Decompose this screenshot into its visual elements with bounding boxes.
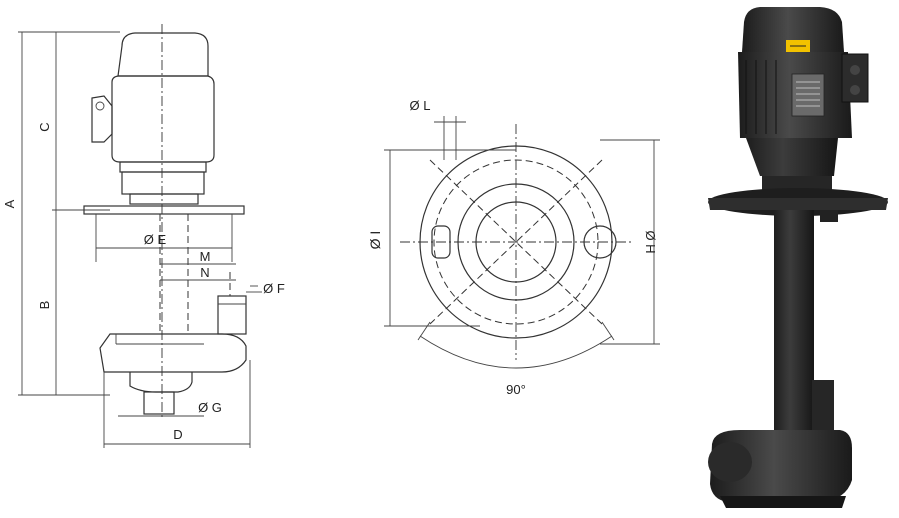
pump-photo <box>708 7 888 508</box>
label-90-degrees: 90° <box>506 382 526 397</box>
label-n: N <box>200 265 209 280</box>
label-c: C <box>37 122 52 131</box>
label-h: Ø H <box>643 230 658 253</box>
label-m: M <box>200 249 211 264</box>
nameplate <box>791 73 825 117</box>
label-l: Ø L <box>410 98 431 113</box>
label-e: Ø E <box>144 232 167 247</box>
flange-view-drawing: Ø L Ø I Ø H 90° <box>367 98 660 397</box>
label-d: D <box>173 427 182 442</box>
label-f: Ø F <box>263 281 285 296</box>
label-g: Ø G <box>198 400 222 415</box>
label-i: Ø I <box>367 231 383 250</box>
label-b: B <box>37 301 52 310</box>
side-view-drawing: A C B Ø E M N Ø F Ø G D <box>2 24 285 448</box>
label-a: A <box>2 199 17 208</box>
